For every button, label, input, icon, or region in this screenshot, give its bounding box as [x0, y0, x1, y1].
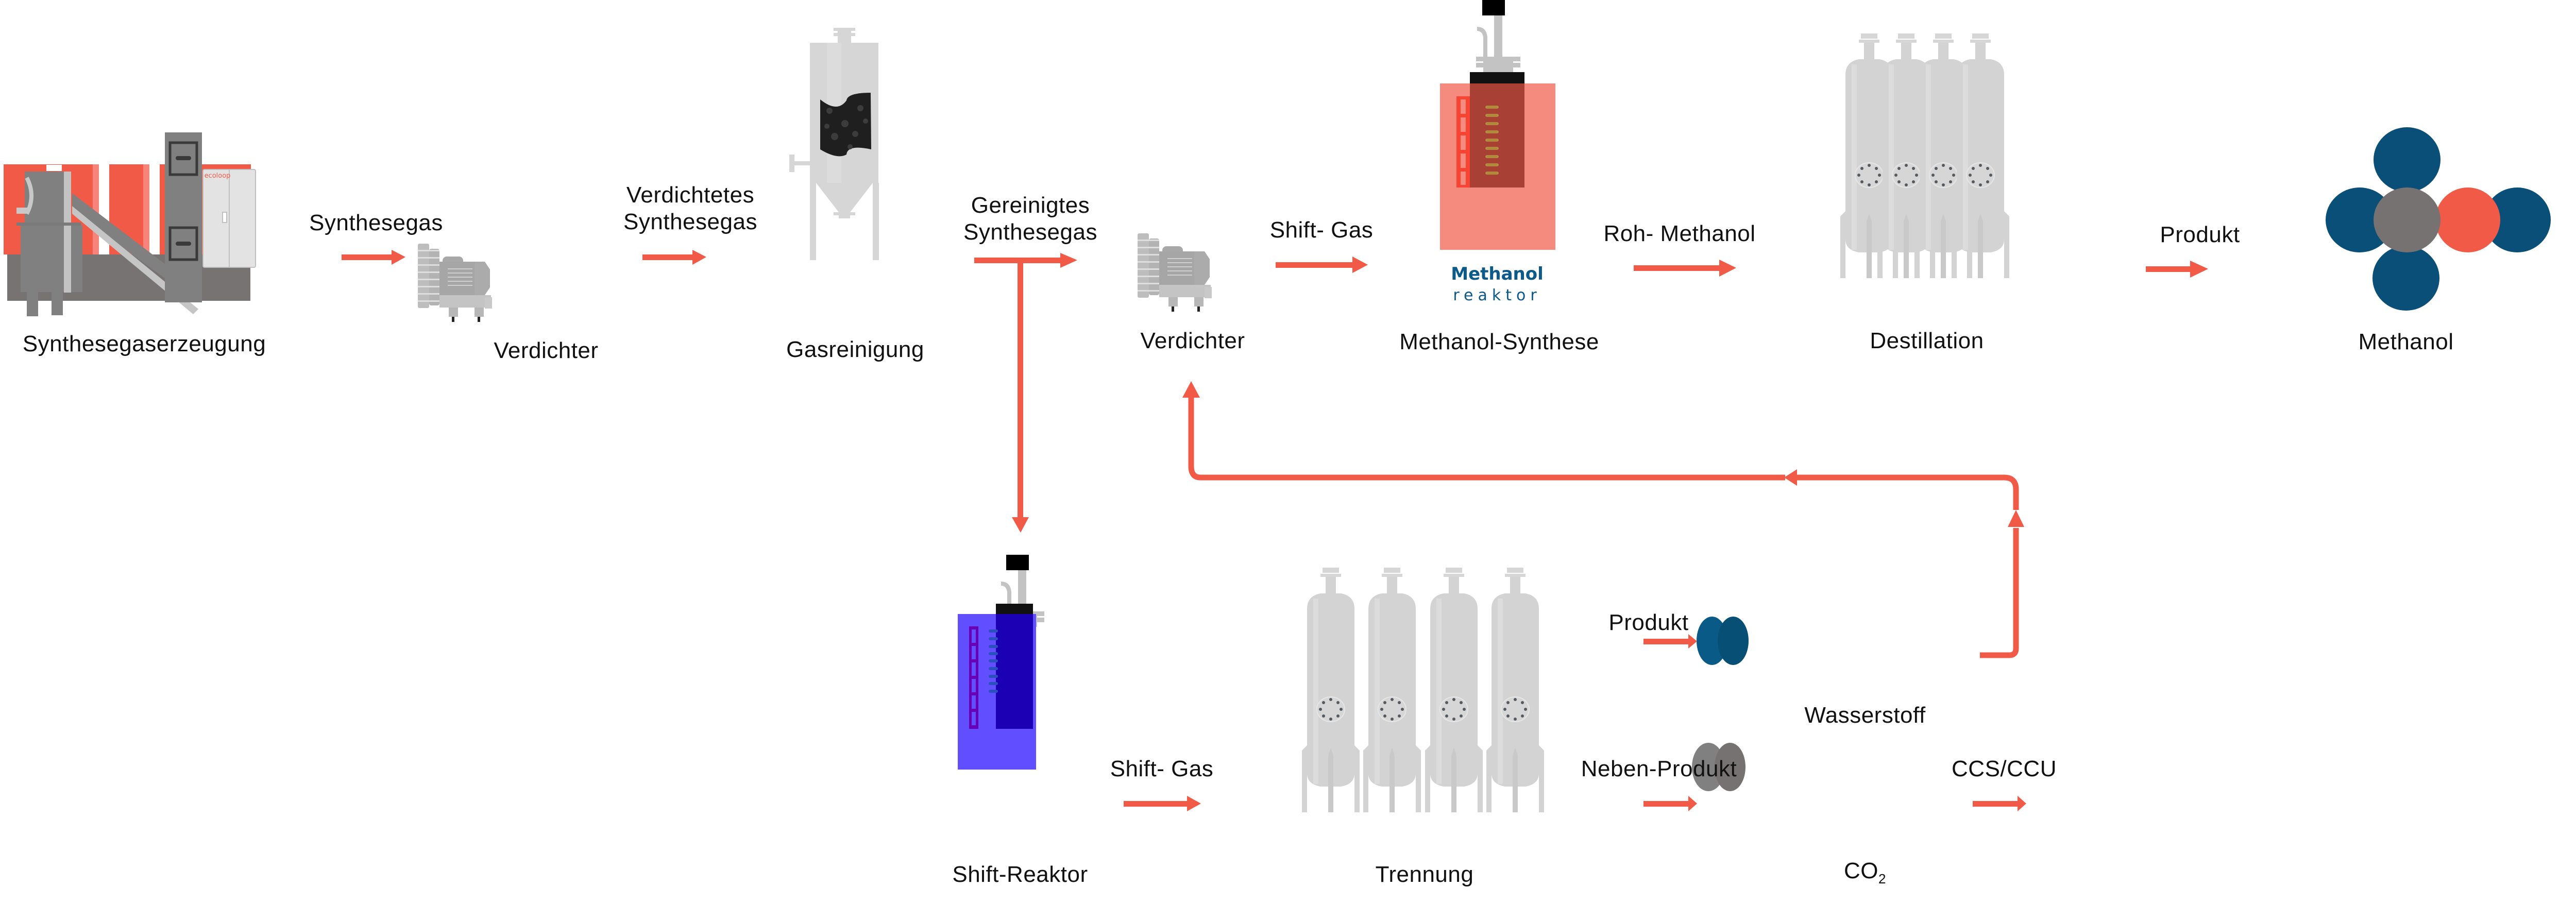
- shift-reactor-illustration: [958, 555, 1044, 770]
- flow-label-byproduct: Neben-Produkt: [1581, 756, 1737, 781]
- co2-molecule: [1692, 743, 1745, 791]
- station-label-compressor-2: Verdichter: [1140, 328, 1245, 353]
- flow-label-cleaned-syngas: Gereinigtes Synthesegas: [963, 193, 1097, 245]
- arrow-byproduct: [1643, 796, 1697, 811]
- arrow-compressed-syngas: [642, 250, 706, 265]
- arrow-ccs-ccu: [1973, 796, 2026, 811]
- ecoloop-brand-text: ecoloop: [205, 172, 231, 180]
- flow-label-shift-gas-bottom: Shift- Gas: [1110, 756, 1214, 781]
- station-label-gas-cleaning: Gasreinigung: [786, 337, 924, 362]
- flow-arrows: [342, 250, 2208, 811]
- methanol-reactor-subtitle: reaktor: [1453, 286, 1541, 304]
- flow-label-product-top: Produkt: [2160, 222, 2240, 247]
- arrow-syngas: [342, 250, 405, 265]
- flow-label-compressed-syngas: Verdichtetes Synthesegas: [623, 182, 757, 234]
- methanol-reactor-title: Methanol: [1451, 264, 1544, 284]
- arrow-raw-methanol: [1634, 260, 1736, 277]
- station-label-methanol-synthesis: Methanol-Synthese: [1399, 329, 1599, 354]
- station-label-distillation: Destillation: [1870, 328, 1984, 353]
- co2-label-main: CO: [1844, 858, 1879, 883]
- flow-label-raw-methanol: Roh- Methanol: [1603, 221, 1756, 246]
- separation-columns: [1301, 567, 1545, 813]
- flow-label-shift-gas-top: Shift- Gas: [1269, 217, 1374, 243]
- methanol-molecule: [2326, 127, 2551, 311]
- station-label-gasifier: Synthesegaserzeugung: [22, 331, 266, 356]
- flow-label-syngas: Synthesegas: [309, 210, 443, 235]
- arrow-cleaned-syngas: [974, 253, 1077, 268]
- station-label-compressor-1: Verdichter: [494, 338, 599, 363]
- recycle-arrowheads: [1182, 381, 2024, 527]
- station-label-hydrogen: Wasserstoff: [1804, 703, 1926, 728]
- station-label-separation: Trennung: [1375, 862, 1474, 887]
- hydrogen-molecule: [1697, 617, 1749, 665]
- gas-cleaning-illustration: [789, 28, 879, 260]
- station-label-shift-reactor: Shift-Reaktor: [952, 862, 1088, 887]
- gasifier-illustration: [4, 132, 256, 316]
- arrow-to-shift-reactor: [1012, 262, 1029, 533]
- arrow-shift-gas-bottom: [1124, 796, 1201, 811]
- flow-label-product-bottom: Produkt: [1608, 610, 1689, 635]
- distillation-columns: [1840, 33, 2010, 279]
- methanol-reactor-illustration: [1440, 0, 1555, 250]
- arrow-product-bottom: [1643, 634, 1697, 649]
- arrow-shift-gas-top: [1276, 257, 1368, 273]
- recycle-loop: [1188, 397, 2019, 658]
- flow-label-ccs-ccu: CCS/CCU: [1952, 756, 2057, 781]
- station-label-methanol: Methanol: [2358, 329, 2454, 354]
- station-label-co2: CO2: [1814, 858, 1917, 892]
- arrow-product-top: [2146, 261, 2208, 278]
- co2-label-subscript: 2: [1878, 871, 1886, 886]
- compressor-2-illustration: [1138, 233, 1212, 312]
- compressor-1-illustration: [418, 244, 492, 322]
